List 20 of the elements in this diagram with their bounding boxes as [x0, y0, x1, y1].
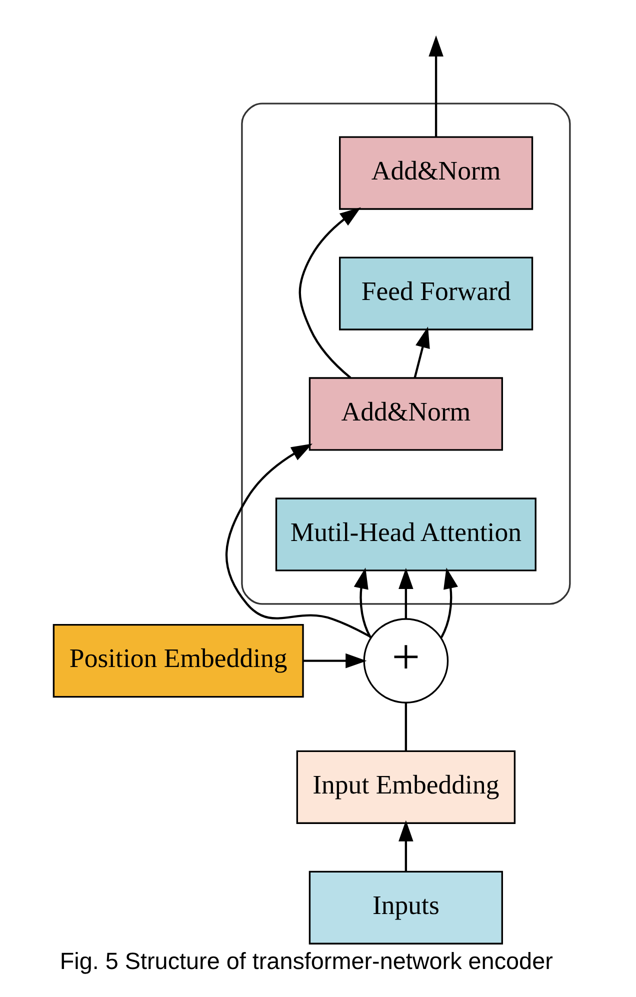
node-box: Add&Norm — [338, 136, 533, 210]
caption: Fig. 5 Structure of transformer-network encoder — [59, 948, 552, 974]
cluster — [240, 102, 570, 605]
node-box: Input Embedding — [296, 750, 516, 824]
arrow — [398, 820, 413, 872]
arrow — [225, 444, 372, 638]
node-circle: + — [362, 618, 448, 704]
connector — [404, 702, 407, 751]
arrow — [302, 653, 366, 668]
arrow — [398, 568, 413, 619]
node-box: Add&Norm — [308, 377, 502, 451]
node-box: Position Embedding — [52, 624, 304, 698]
arrow — [440, 568, 458, 638]
arrow — [428, 35, 443, 137]
arrow — [298, 207, 360, 379]
arrow — [353, 568, 372, 638]
node-box: Inputs — [308, 870, 502, 944]
node-box: Feed Forward — [338, 256, 533, 330]
arrow — [413, 326, 430, 378]
node-box: Mutil-Head Attention — [274, 498, 536, 572]
